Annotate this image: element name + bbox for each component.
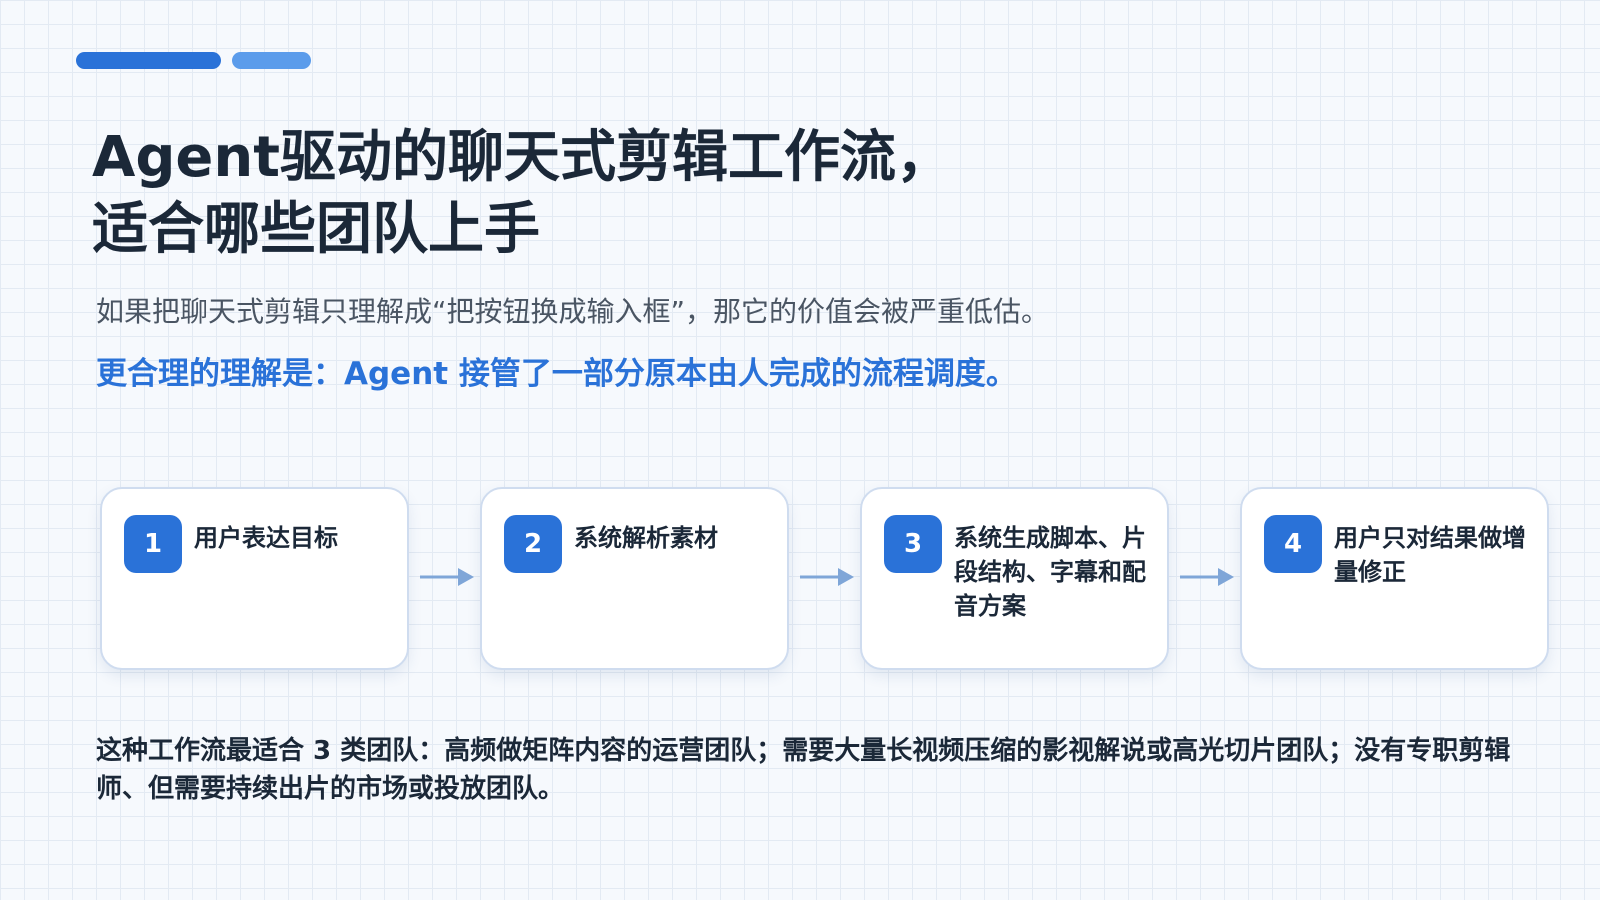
step-label: 用户只对结果做增量修正 — [1334, 524, 1526, 586]
step-card-2: 2 系统解析素材 — [480, 487, 789, 670]
arrow-right-icon — [800, 568, 854, 586]
accent-bar-secondary — [232, 52, 311, 69]
page-title-line-2: 适合哪些团队上手 — [92, 197, 540, 262]
step-number-badge: 2 — [504, 515, 562, 573]
step-label: 用户表达目标 — [194, 524, 338, 552]
step-label: 系统解析素材 — [574, 524, 718, 552]
intro-highlight: 更合理的理解是：Agent 接管了一部分原本由人完成的流程调度。 — [96, 356, 1017, 392]
step-number-badge: 4 — [1264, 515, 1322, 573]
step-card-3: 3 系统生成脚本、片段结构、字幕和配音方案 — [860, 487, 1169, 670]
step-card-4: 4 用户只对结果做增量修正 — [1240, 487, 1549, 670]
page-title: Agent驱动的聊天式剪辑工作流， 适合哪些团队上手 — [92, 122, 952, 266]
step-number-badge: 3 — [884, 515, 942, 573]
step-number-badge: 1 — [124, 515, 182, 573]
intro-subtitle: 如果把聊天式剪辑只理解成“把按钮换成输入框”，那它的价值会被严重低估。 — [96, 295, 1050, 328]
footer-summary: 这种工作流最适合 3 类团队：高频做矩阵内容的运营团队；需要大量长视频压缩的影视… — [96, 736, 1511, 804]
step-card-1: 1 用户表达目标 — [100, 487, 409, 670]
accent-bar-primary — [76, 52, 221, 69]
arrow-right-icon — [420, 568, 474, 586]
arrow-right-icon — [1180, 568, 1234, 586]
workflow-steps: 1 用户表达目标 2 系统解析素材 3 系统生成脚本、片段结构、字幕和配音方案 … — [100, 487, 1550, 672]
page-title-line-1: Agent驱动的聊天式剪辑工作流， — [92, 125, 953, 190]
step-label: 系统生成脚本、片段结构、字幕和配音方案 — [954, 524, 1146, 620]
